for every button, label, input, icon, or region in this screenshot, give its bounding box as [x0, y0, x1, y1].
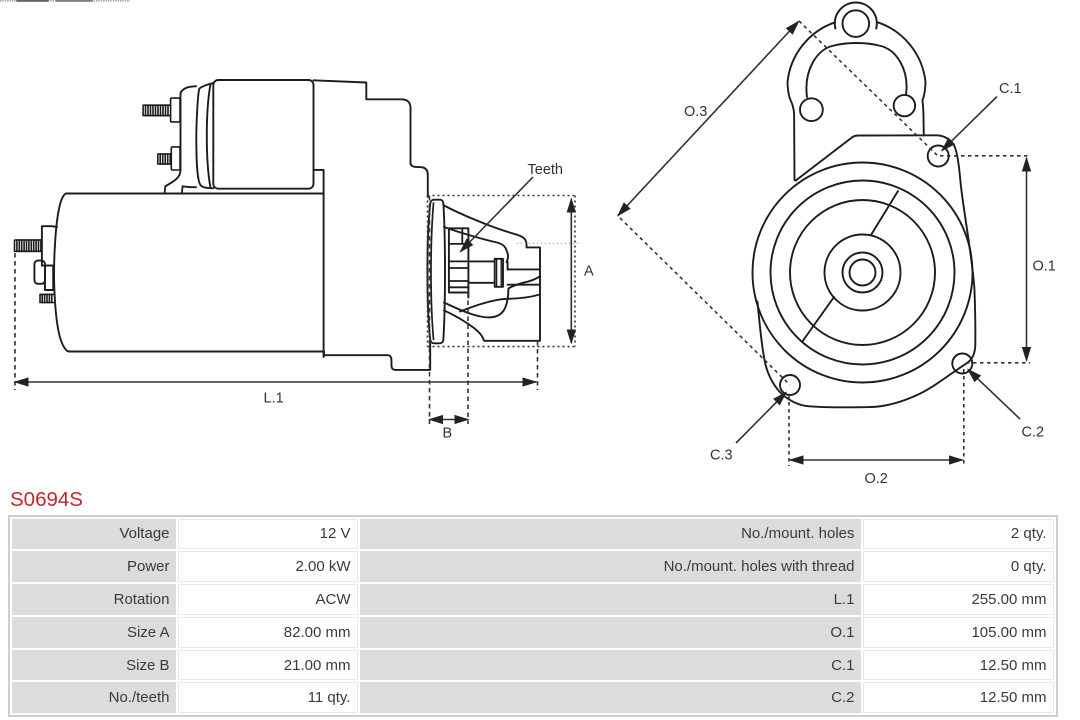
svg-text:O.3: O.3 [684, 104, 707, 120]
svg-text:A: A [584, 264, 594, 280]
svg-text:C.2: C.2 [1022, 425, 1045, 441]
svg-text:C.1: C.1 [999, 81, 1022, 97]
svg-text:O.1: O.1 [1033, 259, 1056, 275]
svg-text:L.1: L.1 [264, 391, 284, 407]
svg-text:B: B [443, 426, 453, 442]
svg-text:C.3: C.3 [710, 448, 733, 464]
svg-text:Teeth: Teeth [528, 162, 563, 178]
svg-text:O.2: O.2 [865, 471, 888, 487]
